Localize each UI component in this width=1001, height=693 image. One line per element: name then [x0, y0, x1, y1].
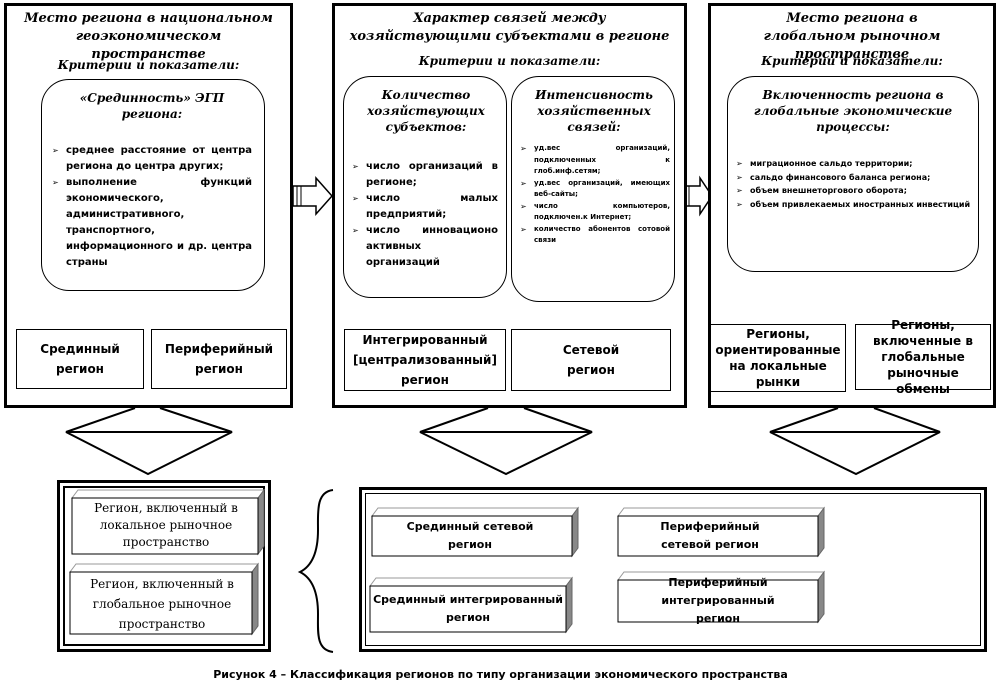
- list-item: уд.вес организаций, имеющих веб-сайты;: [520, 178, 670, 201]
- output-box: Периферийный регион: [151, 329, 287, 389]
- list-item: сальдо финансового баланса региона;: [736, 171, 972, 185]
- result-frame-left: [57, 480, 271, 652]
- output-box: Интегрированный [централизованный] регио…: [344, 329, 506, 391]
- list-item: число инновационо активных организаций: [352, 223, 498, 271]
- result-frame-inner: [63, 486, 265, 646]
- figure-caption: Рисунок 4 – Классификация регионов по ти…: [213, 668, 788, 681]
- result-frame-right: [359, 487, 987, 652]
- criteria-heading: Включенность региона в глобальные эконом…: [753, 88, 953, 134]
- cube-shape: [617, 506, 825, 558]
- result-median-integrated: Срединный интегрированный регион: [373, 593, 563, 624]
- result-periphery-integrated: Периферийный интегрированный регион: [661, 576, 775, 625]
- result-median-network: Срединный сетевой регион: [406, 520, 534, 551]
- criteria-box-count: Количество хозяйствующих субъектов: числ…: [343, 76, 507, 298]
- striped-connector-icon: [65, 407, 941, 433]
- output-box: Регионы, ориентированные на локальные ры…: [710, 324, 846, 392]
- chevron-down-icon: [769, 431, 941, 476]
- result-cubes-right: [369, 506, 825, 634]
- panel-national: Место региона в национальном геоэкономич…: [4, 3, 293, 408]
- panel-title: Характер связей между хозяйствующими суб…: [349, 11, 670, 44]
- panel-title: Место региона в глобальном рыночном прос…: [763, 11, 941, 62]
- list-item: уд.вес организаций, подключенных к глоб.…: [520, 143, 670, 178]
- result-local: Регион, включенный в локальное рыночное …: [94, 501, 238, 549]
- cube-shape: [69, 562, 259, 636]
- chevron-down-icon: [419, 431, 593, 476]
- panel-global: Место региона в глобальном рыночном прос…: [708, 3, 996, 408]
- criteria-heading: Интенсивность хозяйственных связей:: [535, 88, 653, 134]
- list-item: миграционное сальдо территории;: [736, 157, 972, 171]
- result-global: Регион, включенный в глобальное рыночное…: [90, 577, 234, 631]
- result-cubes-left: [69, 488, 265, 636]
- criteria-list: среднее расстояние от центра региона до …: [52, 143, 252, 271]
- list-item: среднее расстояние от центра региона до …: [52, 143, 252, 175]
- chevron-down-icon: [65, 431, 233, 476]
- criteria-label: Критерии и показатели:: [761, 54, 943, 68]
- cube-shape: [71, 488, 265, 556]
- criteria-label: Критерии и показатели:: [57, 58, 240, 72]
- criteria-list: уд.вес организаций, подключенных к глоб.…: [520, 143, 670, 247]
- cube-shape: [369, 576, 573, 634]
- output-box: Регионы, включенные в глобальные рыночны…: [855, 318, 991, 396]
- cube-shape: [617, 570, 825, 624]
- list-item: число малых предприятий;: [352, 191, 498, 223]
- curly-brace-icon: [297, 489, 334, 653]
- criteria-list: число организаций в регионе; число малых…: [352, 159, 498, 271]
- panel-links: Характер связей между хозяйствующими суб…: [332, 3, 687, 408]
- right-arrow-icon: [292, 176, 334, 216]
- result-frame-inner: [365, 493, 981, 646]
- list-item: выполнение функций экономического, админ…: [52, 175, 252, 271]
- list-item: объем привлекаемых иностранных инвестици…: [736, 198, 972, 212]
- criteria-box: Включенность региона в глобальные эконом…: [727, 76, 979, 272]
- right-arrow-icon: [684, 175, 713, 217]
- result-periphery-network: Периферийный сетевой регион: [660, 520, 760, 551]
- list-item: количество абонентов сотовой связи: [520, 224, 670, 247]
- output-box: Срединный регион: [16, 329, 144, 389]
- criteria-label: Критерии и показатели:: [418, 54, 601, 68]
- list-item: объем внешнеторгового оборота;: [736, 184, 972, 198]
- list-item: число компьютеров, подключен.к Интернет;: [520, 201, 670, 224]
- criteria-list: миграционное сальдо территории; сальдо ф…: [736, 157, 972, 211]
- cube-shape: [371, 506, 579, 558]
- criteria-heading: Количество хозяйствующих субъектов:: [367, 88, 485, 134]
- output-box: Сетевой регион: [511, 329, 671, 391]
- list-item: число организаций в регионе;: [352, 159, 498, 191]
- criteria-heading: «Срединность» ЭГП региона:: [79, 91, 225, 121]
- panel-title: Место региона в национальном геоэкономич…: [24, 11, 273, 62]
- criteria-box: «Срединность» ЭГП региона: среднее расст…: [41, 79, 265, 291]
- criteria-box-intensity: Интенсивность хозяйственных связей: уд.в…: [511, 76, 675, 302]
